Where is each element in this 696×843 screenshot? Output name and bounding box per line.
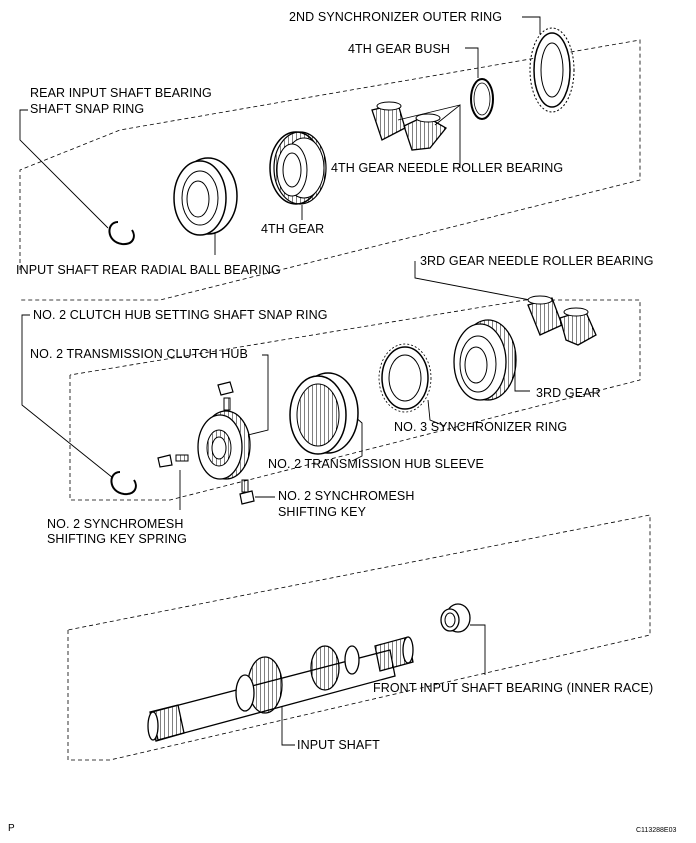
third-gear-needle-bearing <box>527 295 597 346</box>
label-3rd-gear-needle-bearing: 3RD GEAR NEEDLE ROLLER BEARING <box>420 254 654 268</box>
fourth-gear-needle-bearing <box>371 101 447 151</box>
figure-code: C113288E03 <box>636 827 677 834</box>
middle-boundary <box>69 299 641 501</box>
label-2nd-synchronizer-outer-ring: 2ND SYNCHRONIZER OUTER RING <box>289 10 503 24</box>
lower-boundary <box>67 514 651 761</box>
label-key-spring-line1: NO. 2 SYNCHROMESH <box>47 517 184 531</box>
label-rear-ball-bearing: INPUT SHAFT REAR RADIAL BALL BEARING <box>16 263 281 277</box>
label-clutch-hub-snap-ring: NO. 2 CLUTCH HUB SETTING SHAFT SNAP RING <box>33 308 328 322</box>
label-4th-gear-bush: 4TH GEAR BUSH <box>348 42 451 56</box>
shifting-keys <box>157 381 255 505</box>
page-mark: P <box>8 823 15 834</box>
label-4th-gear-needle-bearing: 4TH GEAR NEEDLE ROLLER BEARING <box>331 161 564 175</box>
rear-radial-ball-bearing <box>173 157 238 236</box>
label-rear-snap-ring-line2: SHAFT SNAP RING <box>30 102 145 116</box>
third-gear <box>453 319 517 401</box>
label-rear-snap-ring-line1: REAR INPUT SHAFT BEARING <box>30 86 212 100</box>
hub-sleeve <box>289 372 359 455</box>
label-hub-sleeve: NO. 2 TRANSMISSION HUB SLEEVE <box>268 457 484 471</box>
front-bearing-inner-race <box>440 603 471 633</box>
label-4th-gear: 4TH GEAR <box>261 222 325 236</box>
fourth-gear-bush <box>470 78 494 120</box>
label-clutch-hub: NO. 2 TRANSMISSION CLUTCH HUB <box>30 347 248 361</box>
label-no3-synchronizer-ring: NO. 3 SYNCHRONIZER RING <box>394 420 568 434</box>
second-synchronizer-outer-ring <box>529 27 575 113</box>
clutch-hub <box>197 410 251 480</box>
label-shifting-key-line1: NO. 2 SYNCHROMESH <box>278 489 415 503</box>
fourth-gear <box>269 131 327 205</box>
assembly-boundaries <box>19 39 651 761</box>
third-synchronizer-ring <box>378 343 432 413</box>
label-3rd-gear: 3RD GEAR <box>536 386 601 400</box>
label-front-bearing-race: FRONT INPUT SHAFT BEARING (INNER RACE) <box>373 681 654 695</box>
label-key-spring-line2: SHIFTING KEY SPRING <box>47 532 187 546</box>
shifting-key-springs <box>175 397 249 493</box>
label-shifting-key-line2: SHIFTING KEY <box>278 505 367 519</box>
upper-boundary <box>19 39 641 301</box>
rear-shaft-snap-ring <box>108 221 135 246</box>
label-input-shaft: INPUT SHAFT <box>297 738 380 752</box>
input-shaft <box>147 636 414 742</box>
clutch-hub-snap-ring <box>110 471 137 496</box>
